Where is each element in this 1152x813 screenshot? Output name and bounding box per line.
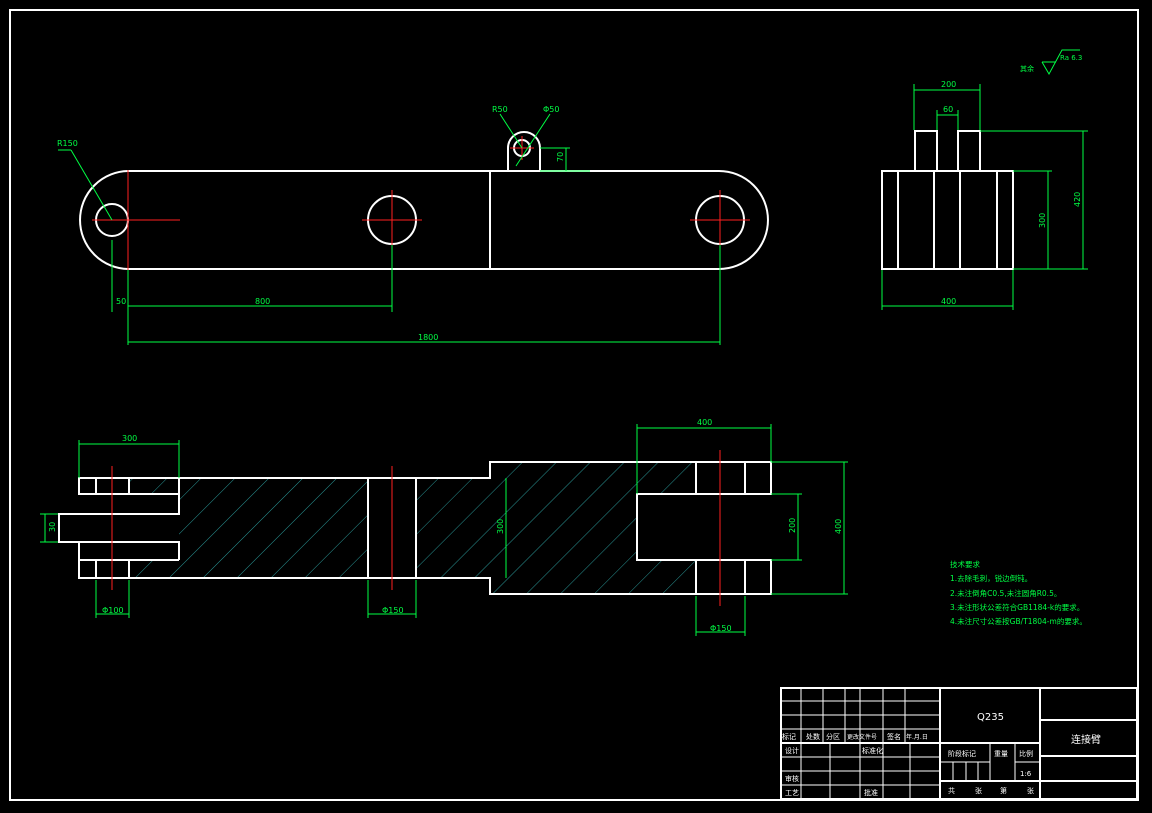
- title-block-grid: [781, 688, 1040, 799]
- dim-400-top: 400: [697, 418, 712, 427]
- dim-r50: R50: [492, 105, 508, 114]
- tb-header-1: 处数: [806, 732, 820, 741]
- front-view: R150 R50 Φ50 70 50 800 1800: [57, 105, 769, 345]
- dim-200-side: 200: [941, 80, 956, 89]
- section-dim-text: 300 30 Φ100 Φ150 300 400 200 400 Φ150: [48, 418, 843, 633]
- dim-1800: 1800: [418, 333, 438, 342]
- title-block: 标记 处数 分区 更改文件号 签名 年.月.日 设计 标准化 审核 工艺 批准 …: [780, 687, 1138, 800]
- tb-scale: 1:6: [1020, 770, 1032, 778]
- tb-approval: 批准: [864, 788, 878, 797]
- tb-header-2: 分区: [826, 732, 840, 741]
- dim-400-right: 400: [834, 519, 843, 534]
- tech-req-item-1: 1.去除毛刺，锐边倒钝。: [950, 574, 1033, 584]
- title-block-text: 标记 处数 分区 更改文件号 签名 年.月.日 设计 标准化 审核 工艺 批准 …: [782, 712, 1101, 797]
- dim-30: 30: [48, 522, 57, 532]
- section-dimensions: [40, 424, 848, 636]
- dim-300-side: 300: [1038, 213, 1047, 228]
- dim-800: 800: [255, 297, 270, 306]
- tb-sheet-3: 张: [1027, 786, 1034, 795]
- tb-designer: 设计: [785, 746, 799, 755]
- tb-stage-mark: 阶段标记: [948, 749, 976, 758]
- tb-header-3: 更改文件号: [847, 733, 877, 741]
- dim-70: 70: [556, 152, 565, 162]
- sheet-border: [9, 9, 1139, 801]
- tb-process: 工艺: [785, 789, 799, 797]
- dim-300-left: 300: [122, 434, 137, 443]
- dim-420-side: 420: [1073, 192, 1082, 207]
- dim-phi150-mid: Φ150: [382, 606, 404, 615]
- dim-phi50: Φ50: [543, 105, 559, 114]
- tb-standardization: 标准化: [862, 746, 883, 755]
- front-view-dimensions: [58, 113, 721, 345]
- tech-req-title: 技术要求: [950, 560, 980, 569]
- tb-weight: 重量: [994, 750, 1008, 758]
- tech-req-item-3: 3.未注形状公差符合GB1184-k的要求。: [950, 602, 1085, 612]
- side-view-outline: [881, 130, 1014, 270]
- tb-part-name: 连接臂: [1071, 733, 1101, 746]
- dim-50: 50: [116, 297, 126, 306]
- tech-req-item-4: 4.未注尺寸公差按GB/T1804-m的要求。: [950, 617, 1087, 627]
- dim-phi100: Φ100: [102, 606, 124, 615]
- technical-requirements: 技术要求 1.去除毛刺，锐边倒钝。 2.未注倒角C0.5,未注圆角R0.5。 3…: [950, 558, 1140, 629]
- tb-header-5: 年.月.日: [906, 733, 928, 741]
- tb-material: Q235: [977, 712, 1004, 723]
- section-outline: [58, 461, 772, 595]
- dim-400-side: 400: [941, 297, 956, 306]
- roughness-value: Ra 6.3: [1060, 54, 1082, 62]
- front-view-dim-text: R150 R50 Φ50 70 50 800 1800: [57, 105, 565, 342]
- tb-scale-label: 比例: [1019, 749, 1033, 758]
- section-view: 300 30 Φ100 Φ150 300 400 200 400 Φ150: [40, 418, 848, 636]
- tb-sheet-2: 第: [1000, 786, 1007, 795]
- tb-reviewer: 审核: [785, 774, 799, 783]
- roughness-prefix: 其余: [1020, 64, 1034, 73]
- side-view-dim-text: 200 60 300 420 400 其余 Ra 6.3: [941, 54, 1082, 306]
- dim-300-mid: 300: [496, 519, 505, 534]
- tb-header-4: 签名: [887, 732, 901, 741]
- dim-phi150-right: Φ150: [710, 624, 732, 633]
- dim-60-side: 60: [943, 105, 953, 114]
- side-view: 200 60 300 420 400 其余 Ra 6.3: [881, 49, 1088, 310]
- tb-header-0: 标记: [782, 732, 796, 741]
- side-view-dimensions: [881, 49, 1088, 310]
- tb-sheet-0: 共: [948, 786, 955, 795]
- dim-r150: R150: [57, 139, 78, 148]
- tech-req-item-2: 2.未注倒角C0.5,未注圆角R0.5。: [950, 588, 1062, 598]
- dim-200: 200: [788, 518, 797, 533]
- section-centerlines: [111, 450, 721, 606]
- tb-sheet-1: 张: [975, 786, 982, 795]
